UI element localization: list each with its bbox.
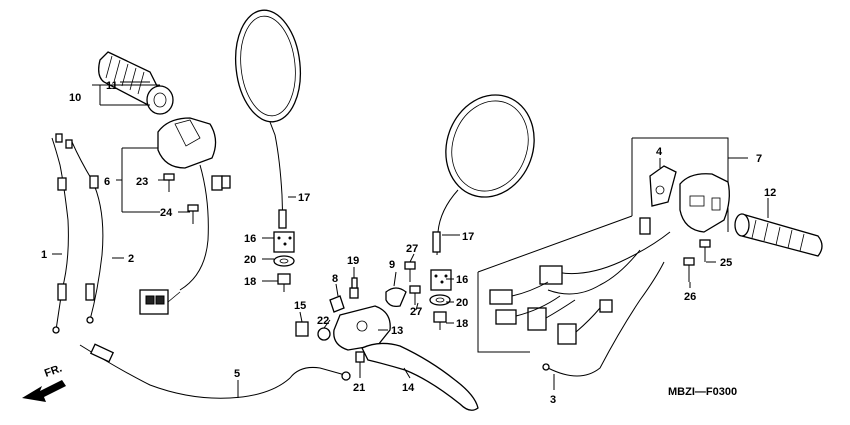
callout-1: 1 [41, 249, 47, 261]
callout-5: 5 [234, 368, 240, 380]
callout-25: 25 [720, 257, 732, 269]
callout-18-right: 18 [456, 318, 468, 330]
callout-12: 12 [764, 187, 776, 199]
diagram-code: MBZI—F0300 [668, 386, 737, 398]
callout-20-right: 20 [456, 297, 468, 309]
callout-16-left: 16 [244, 233, 256, 245]
callout-4: 4 [656, 146, 663, 158]
callout-27-bottom: 27 [410, 306, 422, 318]
wiring-harness [477, 215, 671, 353]
callout-20-left: 20 [244, 254, 256, 266]
callout-19: 19 [347, 255, 359, 267]
callout-18-left: 18 [244, 276, 256, 288]
left-mirror [234, 9, 302, 229]
callout-15: 15 [294, 300, 306, 312]
callout-13: 13 [391, 325, 403, 337]
brake-switch-cable [542, 261, 665, 377]
screw-23 [163, 173, 175, 192]
callout-7: 7 [756, 153, 762, 165]
throttle-grip [98, 51, 174, 115]
throttle-cables [51, 133, 104, 334]
adaptor-right [404, 261, 452, 330]
callout-10: 10 [69, 92, 81, 104]
right-mirror [432, 94, 535, 256]
leader-lines [52, 81, 769, 398]
callout-21: 21 [353, 382, 365, 394]
callout-17-left: 17 [298, 192, 310, 204]
callout-2: 2 [128, 253, 134, 265]
callout-labels: 10 11 6 23 24 1 2 17 17 16 20 18 16 20 1… [41, 80, 776, 406]
left-switch-housing [139, 117, 231, 315]
screw-24 [187, 204, 199, 224]
callout-26: 26 [684, 291, 696, 303]
front-arrow-icon [22, 380, 66, 402]
callout-24: 24 [160, 207, 173, 219]
callout-6: 6 [104, 176, 110, 188]
callout-23: 23 [136, 176, 148, 188]
callout-17-right: 17 [462, 231, 474, 243]
clutch-cable [79, 343, 351, 399]
callout-11: 11 [106, 80, 118, 92]
lever-bracket [295, 277, 407, 372]
callout-3: 3 [550, 394, 556, 406]
clutch-lever [361, 342, 479, 411]
callout-9: 9 [389, 259, 395, 271]
callout-22: 22 [317, 315, 329, 327]
adaptor-left [273, 231, 295, 292]
callout-14: 14 [402, 382, 415, 394]
front-label: FR. [43, 362, 64, 379]
callout-27-top: 27 [406, 243, 418, 255]
right-switch-assembly [631, 137, 730, 282]
callout-16-right: 16 [456, 274, 468, 286]
callout-8: 8 [332, 273, 338, 285]
right-grip [734, 213, 823, 257]
